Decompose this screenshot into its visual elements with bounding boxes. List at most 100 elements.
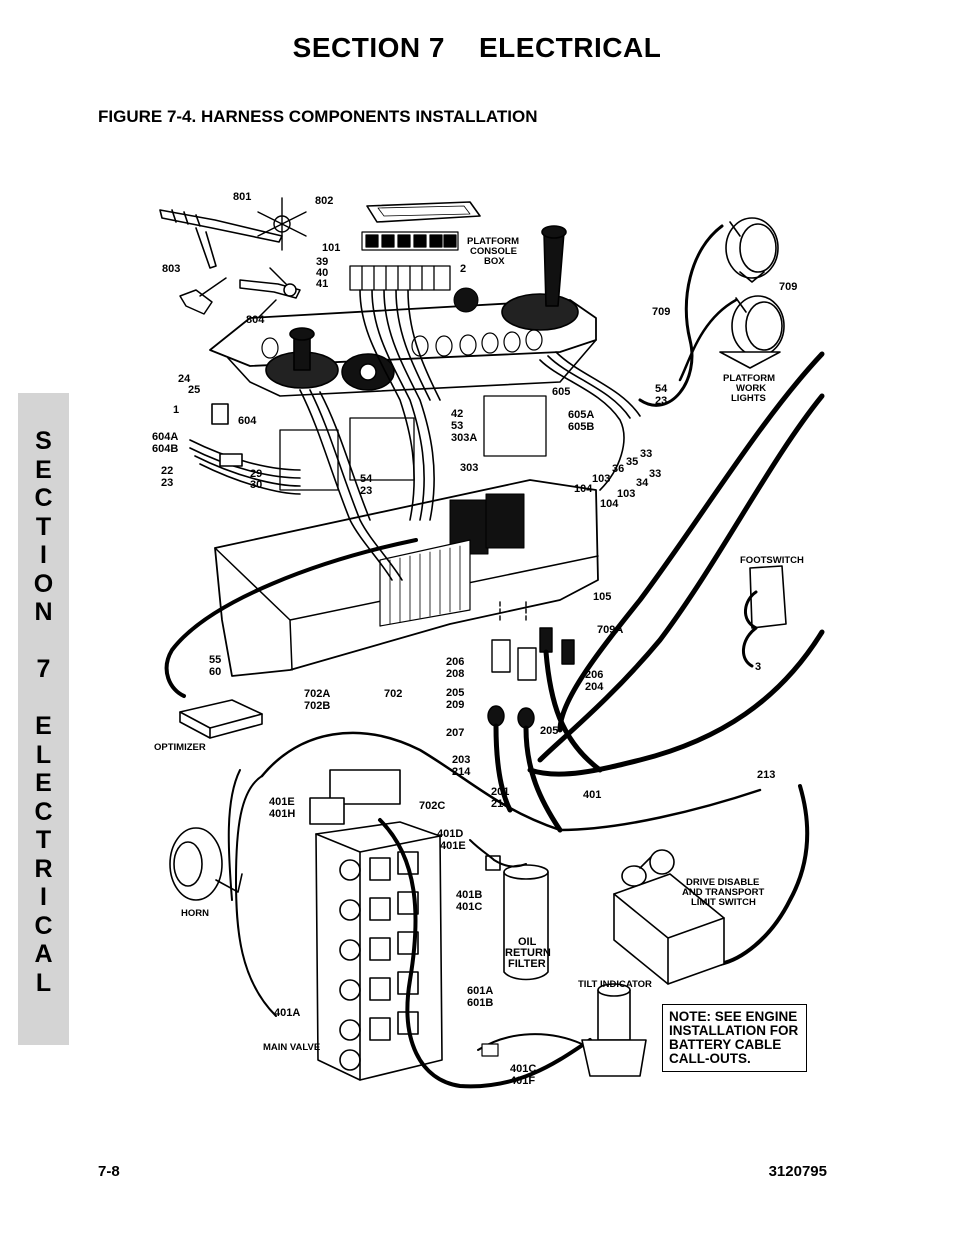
optimizer-label: OPTIMIZER bbox=[154, 742, 206, 753]
callout-401e-upper: 401E bbox=[269, 796, 295, 808]
callout-702c: 702C bbox=[419, 800, 445, 812]
callout-42: 42 bbox=[451, 408, 463, 420]
joystick-left bbox=[265, 327, 339, 389]
callout-209: 209 bbox=[446, 699, 464, 711]
callout-604b: 604B bbox=[152, 443, 178, 455]
callout-401: 401 bbox=[583, 789, 601, 801]
callout-33-top: 33 bbox=[640, 448, 652, 460]
console-label-2: CONSOLE bbox=[470, 246, 517, 257]
callout-208: 208 bbox=[446, 668, 464, 680]
side-letter: E bbox=[35, 769, 52, 797]
section-name: ELECTRICAL bbox=[478, 32, 662, 63]
side-letter: C bbox=[34, 797, 53, 826]
callout-803: 803 bbox=[162, 263, 180, 275]
console-label-3: BOX bbox=[484, 256, 505, 267]
callout-104-top: 104 bbox=[574, 483, 593, 495]
callout-29: 29 bbox=[250, 468, 262, 480]
tilt-label: TILT INDICATOR bbox=[578, 979, 652, 990]
note-line: BATTERY CABLE bbox=[669, 1037, 782, 1052]
callout-213: 213 bbox=[757, 769, 775, 781]
callout-804: 804 bbox=[246, 314, 265, 326]
callout-601a: 601A bbox=[467, 985, 493, 997]
tilt-indicator bbox=[581, 983, 647, 1077]
pliers-tool bbox=[239, 267, 301, 319]
callout-204: 204 bbox=[585, 681, 604, 693]
callout-34: 34 bbox=[636, 477, 649, 489]
callout-35: 35 bbox=[626, 456, 638, 468]
side-letter: E bbox=[35, 712, 52, 740]
pin-tool bbox=[179, 277, 227, 315]
callout-401c-upper: 401C bbox=[456, 901, 482, 913]
callout-30: 30 bbox=[250, 479, 262, 491]
callout-105: 105 bbox=[593, 591, 611, 603]
side-letter: L bbox=[35, 740, 52, 769]
callout-802: 802 bbox=[315, 195, 333, 207]
note-line: NOTE: SEE ENGINE bbox=[669, 1009, 798, 1024]
side-letter: E bbox=[35, 455, 52, 484]
page-number: 7-8 bbox=[98, 1163, 120, 1180]
oil-return-filter bbox=[485, 855, 549, 981]
callout-702b: 702B bbox=[304, 700, 330, 712]
lights-label-1: PLATFORM bbox=[723, 373, 775, 384]
note-box: NOTE: SEE ENGINE INSTALLATION FOR BATTER… bbox=[662, 1004, 807, 1072]
horn-label: HORN bbox=[181, 908, 209, 919]
callout-33-lower: 33 bbox=[649, 468, 661, 480]
callout-702: 702 bbox=[384, 688, 402, 700]
callout-103-top: 103 bbox=[592, 473, 610, 485]
callout-41: 41 bbox=[316, 278, 328, 290]
console-label-1: PLATFORM bbox=[467, 236, 519, 247]
console-lid bbox=[366, 201, 481, 223]
callout-2: 2 bbox=[460, 263, 466, 275]
figure-title: FIGURE 7-4. HARNESS COMPONENTS INSTALLAT… bbox=[98, 107, 538, 126]
callout-206-left: 206 bbox=[446, 656, 464, 668]
callout-303: 303 bbox=[460, 462, 478, 474]
extraction-tool bbox=[257, 197, 307, 251]
side-letter: T bbox=[35, 826, 52, 854]
side-letter: A bbox=[34, 940, 53, 968]
callout-709-lower: 709 bbox=[652, 306, 670, 318]
callout-101: 101 bbox=[322, 242, 340, 254]
callout-54-right: 54 bbox=[655, 383, 668, 395]
side-letter: S bbox=[35, 427, 52, 455]
side-letter: C bbox=[34, 484, 53, 512]
callout-23-center: 23 bbox=[360, 485, 372, 497]
callout-36: 36 bbox=[612, 463, 624, 475]
side-letter: I bbox=[40, 541, 47, 569]
callout-214-lower: 214 bbox=[491, 798, 510, 810]
callout-303a: 303A bbox=[451, 432, 477, 444]
note-line: INSTALLATION FOR bbox=[669, 1023, 799, 1038]
work-lights bbox=[719, 217, 785, 369]
footswitch bbox=[744, 565, 787, 630]
callout-401e-lower: 401E bbox=[440, 840, 466, 852]
callout-801: 801 bbox=[233, 191, 251, 203]
callout-39: 39 bbox=[316, 256, 328, 268]
drive-label-2: AND TRANSPORT bbox=[682, 887, 765, 898]
callout-53: 53 bbox=[451, 420, 463, 432]
filter-label-1: OIL bbox=[518, 936, 537, 948]
callout-203: 203 bbox=[452, 754, 470, 766]
callout-103-lower: 103 bbox=[617, 488, 635, 500]
main-valve bbox=[309, 769, 443, 1081]
footswitch-label: FOOTSWITCH bbox=[740, 555, 804, 566]
drive-label-3: LIMIT SWITCH bbox=[691, 897, 756, 908]
horn bbox=[169, 827, 243, 901]
side-tab-letters: S E C T I O N 7 E L E C T R I C A L bbox=[18, 427, 69, 997]
callout-22: 22 bbox=[161, 465, 173, 477]
callout-24: 24 bbox=[178, 373, 191, 385]
callout-709-upper: 709 bbox=[779, 281, 797, 293]
callout-25: 25 bbox=[188, 384, 200, 396]
callout-604: 604 bbox=[238, 415, 257, 427]
main-valve-label: MAIN VALVE bbox=[263, 1042, 320, 1053]
side-letter: C bbox=[34, 911, 53, 940]
callout-60: 60 bbox=[209, 666, 221, 678]
note-line: CALL-OUTS. bbox=[669, 1051, 751, 1066]
lights-label-3: LIGHTS bbox=[731, 393, 766, 404]
callout-604a: 604A bbox=[152, 431, 178, 443]
section-side-tab: S E C T I O N 7 E L E C T R I C A L bbox=[18, 393, 69, 1045]
callout-709a: 709A bbox=[597, 624, 623, 636]
callout-401d: 401D bbox=[437, 828, 463, 840]
callout-23-right: 23 bbox=[655, 395, 667, 407]
callout-605a: 605A bbox=[568, 409, 594, 421]
